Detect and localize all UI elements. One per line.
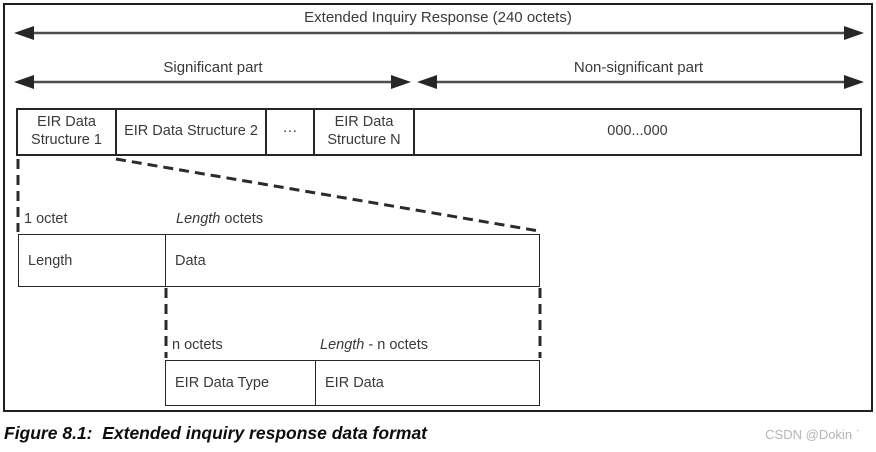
- ellipsis-cell: ···: [267, 110, 315, 154]
- eir-structure-1-cell: EIR Data Structure 1: [18, 110, 117, 154]
- total-arrow-label: Extended Inquiry Response (240 octets): [304, 9, 572, 26]
- eir-data-type-cell: EIR Data Type: [166, 361, 316, 405]
- length-octets-label: Length octets: [176, 211, 263, 227]
- figure-caption: Figure 8.1: Extended inquiry response da…: [4, 423, 428, 443]
- significant-part-label: Significant part: [163, 59, 263, 76]
- eir-data-cell: EIR Data: [325, 375, 384, 391]
- one-octet-label: 1 octet: [24, 211, 68, 227]
- diagram-frame: [3, 3, 873, 412]
- csdn-watermark: CSDN @Dokin ˋ: [765, 427, 860, 442]
- eir-structures-row: EIR Data Structure 1 EIR Data Structure …: [16, 108, 862, 156]
- eir-data-type-box: EIR Data Type EIR Data: [165, 360, 540, 406]
- data-cell: Data: [175, 252, 206, 269]
- length-minus-n-rest: - n octets: [364, 337, 429, 353]
- eir-structure-n-cell: EIR Data Structure N: [315, 110, 415, 154]
- length-data-box: Length Data: [18, 234, 540, 287]
- length-minus-n-italic: Length: [320, 337, 365, 353]
- n-octets-label: n octets: [172, 337, 223, 353]
- length-minus-n-octets-label: Length - n octets: [320, 337, 428, 353]
- length-octets-rest: octets: [220, 211, 264, 227]
- non-significant-part-label: Non-significant part: [573, 59, 704, 76]
- length-cell: Length: [19, 235, 166, 286]
- zero-padding-cell: 000...000: [607, 123, 668, 140]
- length-octets-italic: Length: [176, 211, 221, 227]
- eir-structure-2-cell: EIR Data Structure 2: [117, 110, 267, 154]
